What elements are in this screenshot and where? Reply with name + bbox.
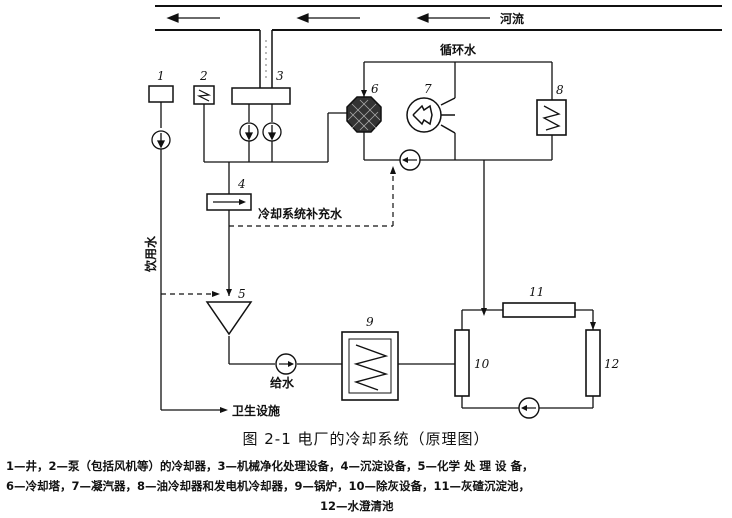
ash-sedimentation-11 xyxy=(502,302,576,318)
condenser-7 xyxy=(406,97,456,134)
label-1: 1 xyxy=(157,69,165,83)
pump-icons xyxy=(151,102,282,150)
river: 河流 xyxy=(155,5,722,88)
boiler-9 xyxy=(341,331,399,401)
legend-line-3: 12—水澄清池 xyxy=(320,499,394,513)
dashed-makeup-lines xyxy=(161,172,394,295)
river-label: 河流 xyxy=(499,11,524,26)
river-flow-arrows xyxy=(166,13,490,23)
makeup-water-label: 冷却系统补充水 xyxy=(258,206,343,221)
label-2: 2 xyxy=(199,69,208,83)
well-1 xyxy=(148,85,174,103)
circulating-water-label: 循环水 xyxy=(440,42,477,57)
figure-caption: 图 2-1 电厂的冷却系统（原理图） xyxy=(242,430,490,448)
cooling-tower-6 xyxy=(346,96,382,133)
feed-water-label: 给水 xyxy=(270,375,295,390)
label-6: 6 xyxy=(371,82,379,96)
label-5: 5 xyxy=(238,287,246,301)
legend: 1—井，2—泵（包括风机等）的冷却器，3—机械净化处理设备，4—沉淀设备，5—化… xyxy=(0,458,732,514)
sedimentation-4 xyxy=(206,193,252,211)
mechanical-purification-3 xyxy=(231,87,291,105)
label-4: 4 xyxy=(237,177,246,191)
label-10: 10 xyxy=(474,357,490,371)
label-12: 12 xyxy=(604,357,619,371)
label-8: 8 xyxy=(556,83,564,97)
sanitary-label: 卫生设施 xyxy=(232,403,280,418)
chemical-treatment-5 xyxy=(205,301,253,336)
clarifier-12 xyxy=(585,329,601,397)
water-pipes xyxy=(160,61,594,411)
label-9: 9 xyxy=(366,315,374,329)
drinking-water-label: 饮用水 xyxy=(143,235,158,273)
label-7: 7 xyxy=(424,82,432,96)
legend-line-1: 1—井，2—泵（包括风机等）的冷却器，3—机械净化处理设备，4—沉淀设备，5—化… xyxy=(6,459,534,473)
label-3: 3 xyxy=(276,69,284,83)
ash-removal-10 xyxy=(454,329,470,397)
legend-line-2: 6—冷却塔，7—凝汽器，8—油冷却器和发电机冷却器，9—锅炉，10—除灰设备，1… xyxy=(6,479,531,493)
label-11: 11 xyxy=(529,285,544,299)
oil-generator-cooler-8 xyxy=(536,99,567,136)
